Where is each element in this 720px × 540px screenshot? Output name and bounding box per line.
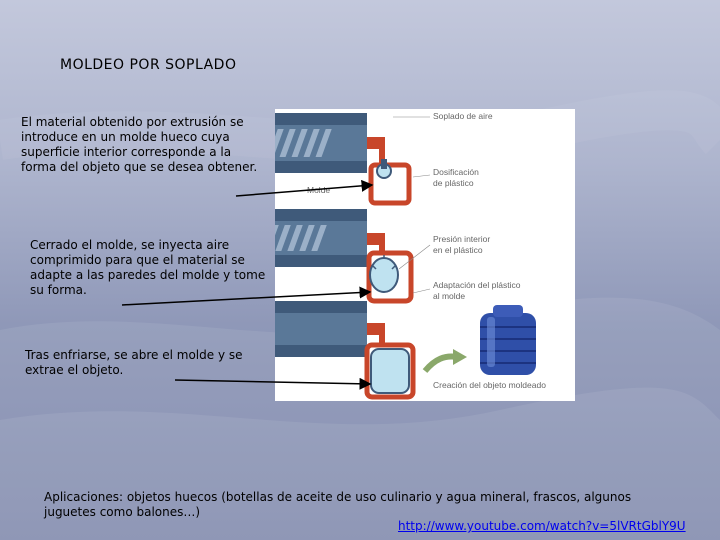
label-adapt-1: Adaptación del plástico <box>433 280 521 290</box>
blow-molding-diagram: Soplado de aire Molde Dosificación de pl… <box>275 109 575 401</box>
step-3-text: Tras enfriarse, se abre el molde y se ex… <box>25 348 243 377</box>
arrow-step-2 <box>121 286 372 306</box>
step-2-text: Cerrado el molde, se inyecta aire compri… <box>30 238 266 297</box>
label-air: Soplado de aire <box>433 111 493 121</box>
label-dosing-1: Dosificación <box>433 167 479 177</box>
label-adapt-2: al molde <box>433 291 465 301</box>
label-dosing-2: de plástico <box>433 178 474 188</box>
applications-text: Aplicaciones: objetos huecos (botellas d… <box>44 490 632 519</box>
page-title: MOLDEO POR SOPLADO <box>60 57 237 73</box>
stage-3-illustration <box>275 301 467 400</box>
molded-product-icon <box>480 305 536 375</box>
label-pressure-1: Presión interior <box>433 234 490 244</box>
stage-2-illustration <box>275 209 414 304</box>
video-link[interactable]: http://www.youtube.com/watch?v=5lVRtGblY… <box>398 519 686 533</box>
label-creation: Creación del objeto moldeado <box>433 380 546 390</box>
arrow-step-1 <box>235 179 374 197</box>
arrow-step-3 <box>174 377 372 390</box>
stage-1-illustration <box>275 113 412 206</box>
label-pressure-2: en el plástico <box>433 245 483 255</box>
step-1-text: El material obtenido por extrusión se in… <box>21 115 258 174</box>
